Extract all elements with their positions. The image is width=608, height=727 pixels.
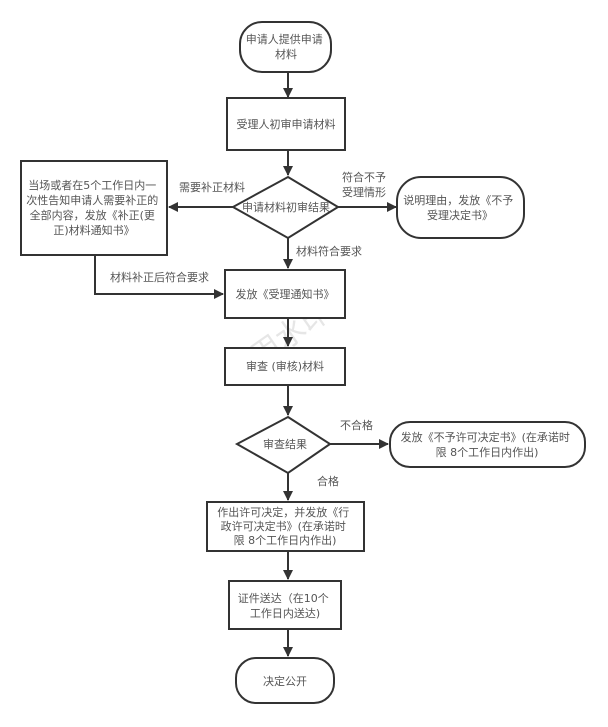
node-publish: 决定公开: [235, 657, 335, 704]
node-reject-accept: 说明理由，发放《不予 受理决定书》: [396, 176, 525, 239]
node-start-label: 申请人提供申请 材料: [246, 32, 327, 61]
process-shape: [206, 501, 365, 552]
process-shape: [20, 160, 168, 256]
decision-shape: [230, 175, 340, 240]
process-shape: [224, 269, 346, 319]
terminal-shape: [239, 21, 332, 73]
node-issue-accept: 发放《受理通知书》: [224, 269, 346, 319]
node-supplement: 当场或者在5个工作日内一 次性告知申请人需要补正的 全部内容，发放《补正(更 正…: [20, 160, 168, 256]
node-reject-accept-label: 说明理由，发放《不予 受理决定书》: [403, 193, 517, 222]
node-grant-permit-label: 作出许可决定，并发放《行 政许可决定书》(在承诺时 限 8个工作日内作出): [217, 505, 353, 547]
node-grant-permit: 作出许可决定，并发放《行 政许可决定书》(在承诺时 限 8个工作日内作出): [206, 501, 365, 552]
node-deliver-label: 证件送达（在10个 工作日内送达): [238, 591, 333, 620]
edge-after-supplement: [94, 255, 224, 299]
terminal-shape: [389, 421, 586, 468]
node-deny-permit: 发放《不予许可决定书》(在承诺时 限 8个工作日内作出): [389, 421, 586, 468]
process-shape: [224, 347, 346, 386]
node-publish-label: 决定公开: [263, 674, 307, 688]
edges: [94, 72, 397, 657]
node-supplement-label: 当场或者在5个工作日内一 次性告知申请人需要补正的 全部内容，发放《补正(更 正…: [26, 178, 162, 237]
node-deny-permit-label: 发放《不予许可决定书》(在承诺时 限 8个工作日内作出): [401, 430, 574, 459]
node-initial-result-label: 申请材料初审结果: [242, 200, 330, 214]
edge-label-unqualified: 不合格: [340, 418, 373, 432]
edge-label-need-supplement: 需要补正材料: [179, 180, 245, 194]
edge-label-meets-requirements: 材料符合要求: [296, 244, 362, 258]
node-start: 申请人提供申请 材料: [239, 21, 332, 73]
node-initial-review: 受理人初审申请材料: [226, 97, 346, 151]
node-initial-review-label: 受理人初审申请材料: [237, 117, 336, 131]
node-examine: 审查 (审核)材料: [224, 347, 346, 386]
terminal-shape: [396, 176, 525, 239]
node-examine-result-label: 审查结果: [263, 437, 307, 451]
node-deliver: 证件送达（在10个 工作日内送达): [228, 580, 342, 630]
edge-label-not-acceptable: 符合不予 受理情形: [342, 170, 390, 199]
decision-shape: [234, 415, 332, 475]
node-examine-label: 审查 (审核)材料: [246, 359, 324, 373]
edge-label-after-supplement: 材料补正后符合要求: [110, 270, 209, 284]
process-shape: [226, 97, 346, 151]
node-examine-result: 审查结果: [234, 415, 332, 475]
process-shape: [228, 580, 342, 630]
node-issue-accept-label: 发放《受理通知书》: [236, 287, 335, 301]
terminal-shape: [235, 657, 335, 704]
node-initial-result: 申请材料初审结果: [230, 175, 340, 240]
edge-label-qualified: 合格: [317, 474, 339, 488]
